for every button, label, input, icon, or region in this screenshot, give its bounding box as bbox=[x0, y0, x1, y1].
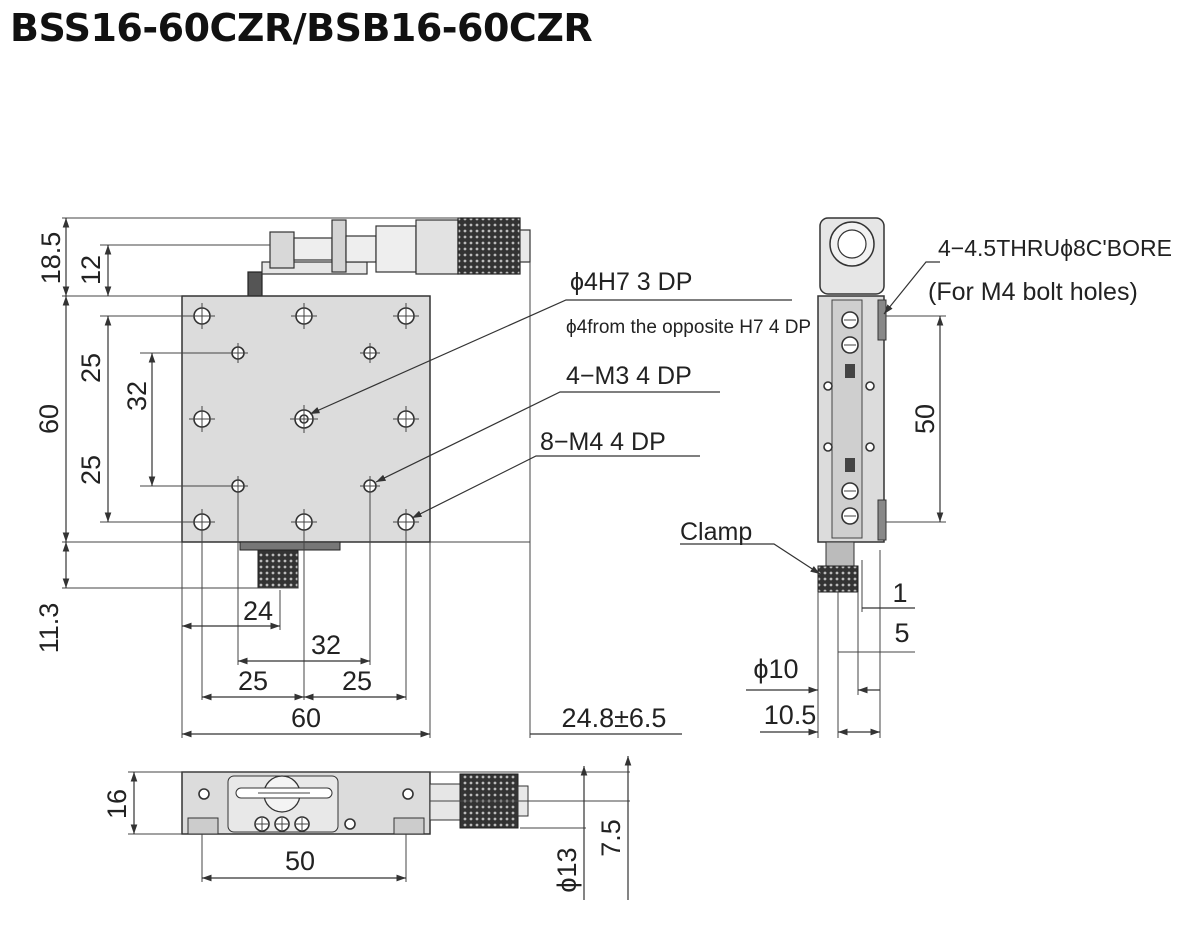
callout-clamp: Clamp bbox=[680, 518, 752, 546]
dim-7-5: 7.5 bbox=[596, 819, 626, 857]
dim-12: 12 bbox=[76, 255, 106, 285]
pin-hole bbox=[290, 405, 318, 433]
clamp-block bbox=[239, 541, 341, 551]
dim-phi-10: ϕ10 bbox=[753, 654, 798, 684]
dim-11-3: 11.3 bbox=[34, 603, 64, 654]
callout-thru-holes: 4−4.5THRUϕ8C'BORE bbox=[938, 235, 1172, 261]
dim-25-right: 25 bbox=[342, 666, 372, 696]
side-screws bbox=[823, 311, 875, 525]
micrometer-head bbox=[247, 217, 531, 297]
top-view: 18.5 12 60 25 32 25 11.3 24 32 25 25 60 … bbox=[34, 217, 811, 738]
clamp-knob bbox=[257, 549, 299, 589]
dim-1: 1 bbox=[892, 578, 907, 608]
side-clamp-knob bbox=[817, 565, 859, 593]
dim-25-left: 25 bbox=[238, 666, 268, 696]
dim-16: 16 bbox=[102, 789, 132, 819]
dim-50-horizontal: 50 bbox=[285, 846, 315, 876]
callout-m3-holes: 4−M3 4 DP bbox=[566, 362, 692, 390]
callout-m4-holes: 8−M4 4 DP bbox=[540, 428, 666, 456]
dim-travel: 24.8±6.5 bbox=[562, 703, 667, 733]
drawing-title: BSS16-60CZR/BSB16-60CZR bbox=[10, 6, 593, 50]
callout-pin-hole-note: ϕ4from the opposite H7 4 DP bbox=[566, 317, 811, 338]
side-view: 50 1 5 ϕ10 10.5 4−4.5THRUϕ8C'BORE (For M… bbox=[680, 217, 1172, 738]
dim-25-upper: 25 bbox=[76, 353, 106, 383]
dim-60-vertical: 60 bbox=[34, 404, 64, 434]
callout-pin-hole: ϕ4H7 3 DP bbox=[570, 268, 692, 296]
callout-bolt-note: (For M4 bolt holes) bbox=[928, 278, 1138, 306]
dim-50-vertical: 50 bbox=[910, 404, 940, 434]
dim-5: 5 bbox=[894, 618, 909, 648]
dim-32-vertical: 32 bbox=[122, 381, 152, 411]
dim-phi-13: ϕ13 bbox=[552, 847, 582, 892]
front-view: 16 50 ϕ13 7.5 bbox=[102, 756, 632, 900]
dim-10-5: 10.5 bbox=[764, 700, 817, 730]
dim-60-horizontal: 60 bbox=[291, 703, 321, 733]
dim-32-horizontal: 32 bbox=[311, 630, 341, 660]
dim-25-lower: 25 bbox=[76, 455, 106, 485]
dim-18-5: 18.5 bbox=[36, 232, 66, 285]
m4-holes bbox=[189, 303, 419, 535]
dim-24: 24 bbox=[243, 596, 273, 626]
